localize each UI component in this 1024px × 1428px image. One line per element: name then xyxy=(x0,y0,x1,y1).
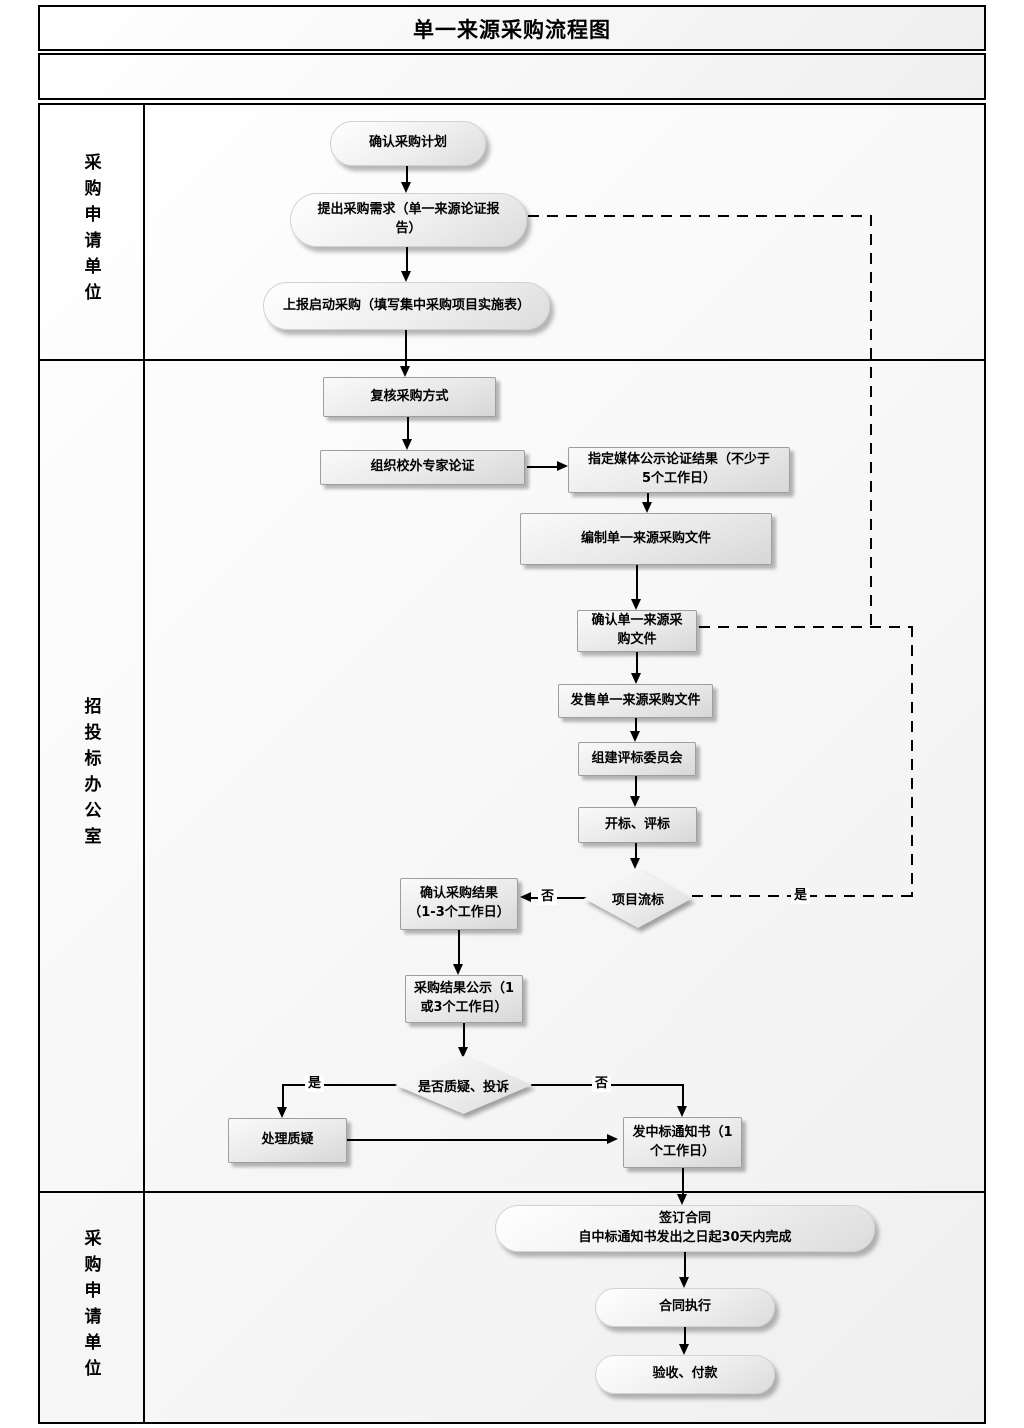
arrowhead xyxy=(630,796,640,807)
arrowhead xyxy=(458,1047,468,1058)
lane-label-divider xyxy=(143,103,145,1424)
node-confirm-docs: 确认单一来源采 购文件 xyxy=(577,610,697,652)
arrow-sell-to-committee xyxy=(635,718,637,732)
decision-query-complaint: 是否质疑、投诉 xyxy=(395,1056,532,1114)
arrow-confirmdocs-to-sell xyxy=(636,652,638,674)
arrow-media-to-prepare xyxy=(647,492,649,503)
arrow-query-yes-vertical xyxy=(282,1084,284,1108)
arrow-demand-to-report xyxy=(406,247,408,272)
node-expert-review: 组织校外专家论证 xyxy=(320,450,525,485)
arrowhead xyxy=(631,673,641,684)
dashed-confirmdocs-out xyxy=(699,626,913,628)
arrowhead xyxy=(402,439,412,450)
decision-failed-bid-shape: 项目流标 xyxy=(584,869,692,928)
node-prepare-docs: 编制单一来源采购文件 xyxy=(520,513,772,565)
arrow-query-no-vertical xyxy=(682,1084,684,1107)
arrow-prepare-to-confirmdocs xyxy=(636,565,638,600)
arrowhead xyxy=(400,366,410,377)
node-raise-demand: 提出采购需求（单一来源论证报 告） xyxy=(290,193,527,247)
arrowhead xyxy=(630,731,640,742)
arrow-report-to-review xyxy=(405,330,407,367)
edge-label-yes: 是 xyxy=(305,1076,325,1092)
node-confirm-plan: 确认采购计划 xyxy=(330,121,486,166)
arrowhead xyxy=(401,182,411,193)
decision-query-complaint-shape: 是否质疑、投诉 xyxy=(395,1056,532,1114)
node-confirm-result: 确认采购结果 （1-3个工作日） xyxy=(400,878,518,930)
edge-label-no: 否 xyxy=(538,889,558,905)
node-award-notice: 发中标通知书（1 个工作日） xyxy=(623,1117,742,1168)
arrowhead xyxy=(630,858,640,869)
arrow-award-to-contract xyxy=(682,1168,684,1195)
lane-label-procurement-applicant-top: 采购申请单位 xyxy=(80,153,101,309)
arrowhead xyxy=(677,1194,687,1205)
arrow-publicize-to-query xyxy=(463,1023,465,1048)
arrowhead xyxy=(677,1106,687,1117)
lane-label-procurement-applicant-bottom: 采购申请单位 xyxy=(80,1229,101,1385)
node-sign-contract: 签订合同 自中标通知书发出之日起30天内完成 xyxy=(495,1205,875,1252)
arrowhead xyxy=(401,271,411,282)
dashed-return-down xyxy=(911,626,913,897)
node-review-method: 复核采购方式 xyxy=(323,377,496,417)
arrow-plan-to-demand xyxy=(406,166,408,183)
arrow-expert-to-media xyxy=(527,466,558,468)
arrow-review-to-expert xyxy=(407,417,409,440)
arrow-query-yes-horizontal xyxy=(283,1084,401,1086)
arrow-committee-to-open xyxy=(635,776,637,797)
dashed-demand-out xyxy=(528,215,872,217)
arrowhead xyxy=(679,1344,689,1355)
arrowhead xyxy=(520,892,531,902)
arrowhead xyxy=(631,599,641,610)
node-media-publicity: 指定媒体公示论证结果（不少于 5个工作日） xyxy=(568,447,790,493)
empty-row xyxy=(38,53,986,100)
arrow-execute-to-acceptance xyxy=(684,1327,686,1345)
arrow-open-to-failedbid xyxy=(635,843,637,859)
arrowhead xyxy=(277,1107,287,1118)
lane-divider-2 xyxy=(38,1191,986,1193)
arrow-handlequery-to-award xyxy=(347,1139,608,1141)
arrowhead xyxy=(642,502,652,513)
lane-label-bidding-office: 招投标办公室 xyxy=(80,697,101,853)
node-handle-query: 处理质疑 xyxy=(228,1118,347,1163)
node-sell-docs: 发售单一来源采购文件 xyxy=(558,684,713,718)
arrowhead xyxy=(679,1277,689,1288)
page-title: 单一来源采购流程图 xyxy=(413,18,611,42)
node-acceptance-payment: 验收、付款 xyxy=(595,1355,775,1394)
arrowhead xyxy=(557,461,568,471)
arrowhead xyxy=(453,964,463,975)
node-report-start: 上报启动采购（填写集中采购项目实施表） xyxy=(263,282,550,330)
arrow-failedbid-no xyxy=(531,897,591,899)
arrowhead xyxy=(607,1134,618,1144)
node-execute-contract: 合同执行 xyxy=(595,1288,775,1327)
node-form-committee: 组建评标委员会 xyxy=(578,742,696,776)
title-row xyxy=(38,5,986,51)
edge-label-yes-dashed: 是 xyxy=(791,888,811,904)
node-open-evaluate: 开标、评标 xyxy=(578,807,697,843)
edge-label-no-2: 否 xyxy=(592,1076,612,1092)
dashed-demand-down xyxy=(870,215,872,628)
arrow-contract-to-execute xyxy=(684,1252,686,1278)
lane-divider-1 xyxy=(38,359,986,361)
arrow-result-to-publicize xyxy=(458,930,460,965)
node-publicize-result: 采购结果公示（1 或3个工作日） xyxy=(405,975,523,1023)
decision-failed-bid: 项目流标 xyxy=(584,869,692,928)
